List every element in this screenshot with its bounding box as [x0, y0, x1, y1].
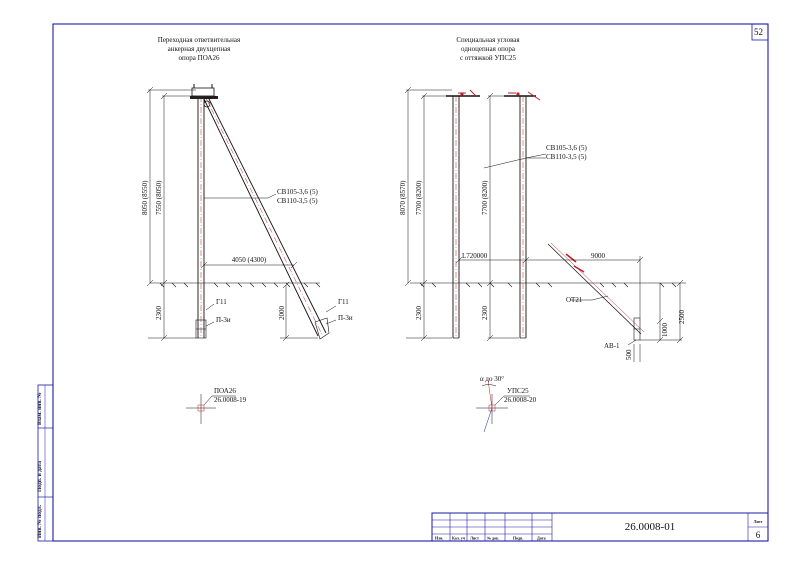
left-ground-line — [150, 282, 321, 288]
right-dim-below-2: 2300 — [481, 306, 489, 321]
left-pole-title: Переходная ответвительная анкерная двухц… — [158, 36, 241, 62]
right-plan-symbol — [476, 379, 530, 433]
svg-text:Специальная угловая: Специальная угловая — [456, 36, 520, 44]
left-insulator-2: СВ110-3,5 (5) — [277, 197, 318, 205]
left-stay-offset: 4050 (4300) — [232, 256, 267, 264]
stamp-date: Дата — [537, 536, 546, 541]
left-plan-code: 26.0008-19 — [214, 396, 247, 404]
right-dim-above-1: 7700 (8200) — [415, 180, 423, 215]
left-dim-total: 8050 (8550) — [141, 180, 149, 215]
left-crossarm — [190, 84, 218, 108]
left-stay-strut — [203, 98, 330, 340]
left-foot-label-2: П-3и — [216, 316, 231, 324]
right-stay-label: ОТ21 — [566, 296, 583, 304]
right-dim-below-1: 2300 — [415, 306, 423, 321]
right-plan-name: УПС25 — [507, 387, 529, 395]
svg-text:Переходная ответвительная: Переходная ответвительная — [158, 36, 241, 44]
left-dim-stay-depth: 2000 — [278, 306, 286, 321]
right-stay-wire — [547, 242, 645, 341]
left-dim-above: 7550 (8050) — [155, 180, 163, 215]
left-dimensions — [146, 86, 337, 342]
right-pole-front — [446, 89, 480, 339]
svg-text:одноцепная опора: одноцепная опора — [461, 45, 516, 53]
right-dimensions — [404, 86, 684, 362]
side-stamp: Взам. инв. № Подп. и дата Инв. № подл. — [37, 392, 43, 538]
right-pole-title: Специальная угловая одноцепная опора с о… — [456, 36, 520, 62]
right-pole-side — [504, 91, 541, 339]
stamp-kol: Кол. уч — [452, 536, 466, 541]
left-pole-body — [195, 96, 207, 339]
sheet-number: 6 — [756, 530, 761, 540]
left-stay-foot-label-1: Г11 — [338, 298, 349, 306]
page-number: 52 — [754, 27, 763, 37]
left-insulator-1: СВ105-3,6 (5) — [277, 188, 319, 196]
svg-text:с оттяжкой УПС25: с оттяжкой УПС25 — [460, 54, 517, 62]
sheet-label: Лист — [753, 519, 762, 524]
right-dim-total: 8070 (8570) — [399, 180, 407, 215]
right-plan-code: 26.0008-20 — [504, 396, 537, 404]
right-dim-above-2: 7700 (8200) — [481, 180, 489, 215]
sheet-frame — [37, 23, 769, 542]
left-foot-label-1: Г11 — [216, 298, 227, 306]
right-ground-line — [410, 282, 686, 288]
right-anchor-label: АВ-1 — [604, 342, 620, 350]
svg-text:опора ПОА26: опора ПОА26 — [179, 54, 220, 62]
right-bracket: L720000 — [462, 252, 488, 260]
side-label-sign: Подп. и дата — [37, 461, 43, 492]
right-anchor-dim-1: 1000 — [661, 323, 669, 338]
document-code: 26.0008-01 — [625, 521, 675, 533]
right-anchor-dim-3: 500 — [625, 349, 633, 360]
right-insulator-2: СВ110-3,5 (5) — [546, 153, 587, 161]
right-angle-label: α до 30° — [480, 375, 504, 383]
left-dim-below: 2300 — [155, 306, 163, 321]
right-insulator-1: СВ105-3,6 (5) — [546, 144, 588, 152]
side-label-replace: Взам. инв. № — [37, 392, 43, 425]
left-stay-foot-label-2: П-3и — [338, 314, 353, 322]
right-stay-offset: 9000 — [591, 252, 606, 260]
stamp-sign: Подп. — [513, 536, 523, 541]
left-plan-name: ПОА26 — [214, 387, 236, 395]
svg-text:анкерная двухцепная: анкерная двухцепная — [168, 45, 232, 53]
left-plan-symbol — [186, 394, 236, 424]
right-anchor-dim-2: 2500 — [678, 310, 686, 325]
title-block — [431, 512, 769, 542]
stamp-izm: Изм. — [435, 536, 443, 541]
stamp-doc: № док. — [487, 536, 499, 541]
stamp-list: Лист — [470, 536, 479, 541]
side-label-inventory: Инв. № подл. — [37, 504, 43, 538]
